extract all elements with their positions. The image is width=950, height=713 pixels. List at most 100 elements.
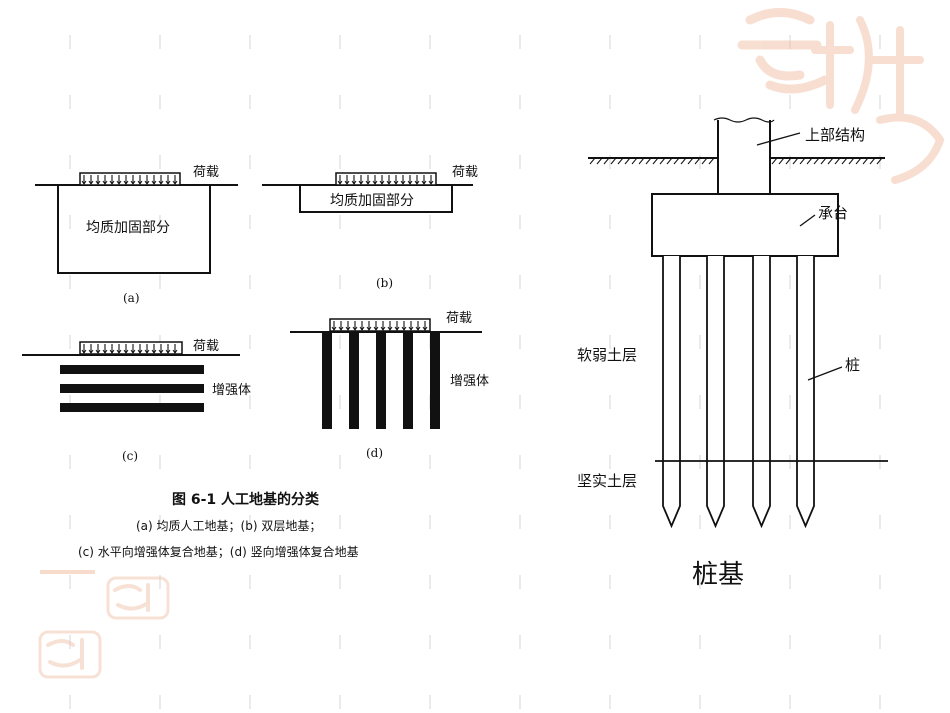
- pile-2: [706, 256, 725, 529]
- piles: [662, 256, 815, 529]
- tag-a: (a): [123, 291, 140, 305]
- load-arrowhead: [123, 349, 129, 354]
- hatch-line: [792, 157, 799, 165]
- load-arrowhead: [415, 326, 421, 331]
- load-arrowhead: [81, 349, 87, 354]
- load-arrowhead: [151, 349, 157, 354]
- leader-superstructure: [756, 132, 801, 146]
- load-arrows-a: [81, 175, 178, 185]
- load-label-a: 荷载: [193, 165, 219, 180]
- hatch-line: [645, 157, 652, 165]
- load-arrowhead: [414, 180, 420, 185]
- load-arrowhead: [172, 180, 178, 185]
- load-label-c: 荷载: [193, 339, 219, 354]
- load-arrowhead: [165, 349, 171, 354]
- load-arrowhead: [372, 180, 378, 185]
- load-arrowhead: [338, 326, 344, 331]
- hatch-line: [666, 157, 673, 165]
- hatch-line: [813, 157, 820, 165]
- hatch-line: [617, 157, 624, 165]
- pile-1: [662, 256, 681, 529]
- label-soft-layer: 软弱土层: [577, 346, 637, 364]
- load-arrowhead: [428, 180, 434, 185]
- load-label-d: 荷载: [446, 311, 472, 326]
- load-arrowhead: [165, 180, 171, 185]
- load-arrowhead: [151, 180, 157, 185]
- load-arrows-c: [81, 344, 178, 354]
- hatch-line: [848, 157, 855, 165]
- label-hard-layer: 坚实土层: [577, 472, 637, 490]
- hatch-line: [610, 157, 617, 165]
- caption-line-1: (a) 均质人工地基；(b) 双层地基；: [136, 519, 321, 533]
- load-arrowhead: [116, 180, 122, 185]
- hatch-line: [806, 157, 813, 165]
- watermark-bar: [40, 570, 95, 574]
- hatch-line: [701, 157, 708, 165]
- load-arrowhead: [407, 180, 413, 185]
- load-arrowhead: [144, 349, 150, 354]
- hatch-line: [708, 157, 715, 165]
- load-arrowhead: [345, 326, 351, 331]
- load-arrowhead: [81, 180, 87, 185]
- hatch-line: [834, 157, 841, 165]
- load-arrowhead: [158, 349, 164, 354]
- figure-title-pile-foundation: 桩基: [692, 560, 744, 590]
- load-arrowhead: [123, 180, 129, 185]
- caption-line-2: (c) 水平向增强体复合地基；(d) 竖向增强体复合地基: [78, 544, 359, 559]
- load-arrowhead: [95, 180, 101, 185]
- hatch-line: [687, 157, 694, 165]
- load-arrowhead: [116, 349, 122, 354]
- hatch-line: [876, 157, 883, 165]
- load-arrowhead: [379, 180, 385, 185]
- pile-3: [752, 256, 771, 529]
- hatch-line: [694, 157, 701, 165]
- tag-c: (c): [122, 449, 138, 463]
- load-arrowhead: [400, 180, 406, 185]
- label-superstructure: 上部结构: [805, 126, 865, 144]
- load-arrowhead: [373, 326, 379, 331]
- hatch-line: [603, 157, 610, 165]
- caption-title: 图 6-1 人工地基的分类: [172, 491, 320, 508]
- load-arrowhead: [365, 180, 371, 185]
- pile-cap: [651, 193, 839, 257]
- hatch-line: [638, 157, 645, 165]
- logo-watermark-large: [737, 8, 945, 184]
- load-arrowhead: [358, 180, 364, 185]
- load-arrowhead: [102, 349, 108, 354]
- tag-d: (d): [366, 446, 383, 460]
- hatch-line: [820, 157, 827, 165]
- horizontal-reinforcement-1: [60, 365, 204, 374]
- load-arrowhead: [344, 180, 350, 185]
- load-arrowhead: [88, 349, 94, 354]
- diagram-b: [262, 172, 473, 213]
- logo-watermark-small-2: [38, 630, 102, 679]
- figure-pile-foundation: [588, 117, 888, 529]
- load-arrowhead: [387, 326, 393, 331]
- soil-hatching: [589, 157, 883, 165]
- load-arrowhead: [331, 326, 337, 331]
- load-arrowhead: [352, 326, 358, 331]
- hatch-line: [659, 157, 666, 165]
- load-arrowhead: [137, 180, 143, 185]
- leader-pile-cap: [799, 214, 816, 227]
- column-break-line: [713, 117, 775, 123]
- vertical-reinforcement-1: [322, 332, 332, 429]
- load-arrowhead: [130, 180, 136, 185]
- hatch-line: [827, 157, 834, 165]
- leader-pile: [807, 366, 843, 381]
- load-arrows-b: [337, 175, 434, 185]
- load-arrowhead: [366, 326, 372, 331]
- hatch-line: [841, 157, 848, 165]
- load-arrowhead: [337, 180, 343, 185]
- vertical-reinforcement-3: [376, 332, 386, 429]
- hatch-line: [680, 157, 687, 165]
- load-arrows-d: [331, 321, 428, 331]
- horizontal-reinforcement-3: [60, 403, 204, 412]
- load-arrowhead: [351, 180, 357, 185]
- diagram-d: [290, 318, 482, 429]
- hatch-line: [869, 157, 876, 165]
- load-arrowhead: [422, 326, 428, 331]
- load-arrowhead: [137, 349, 143, 354]
- label-pile: 桩: [845, 356, 860, 374]
